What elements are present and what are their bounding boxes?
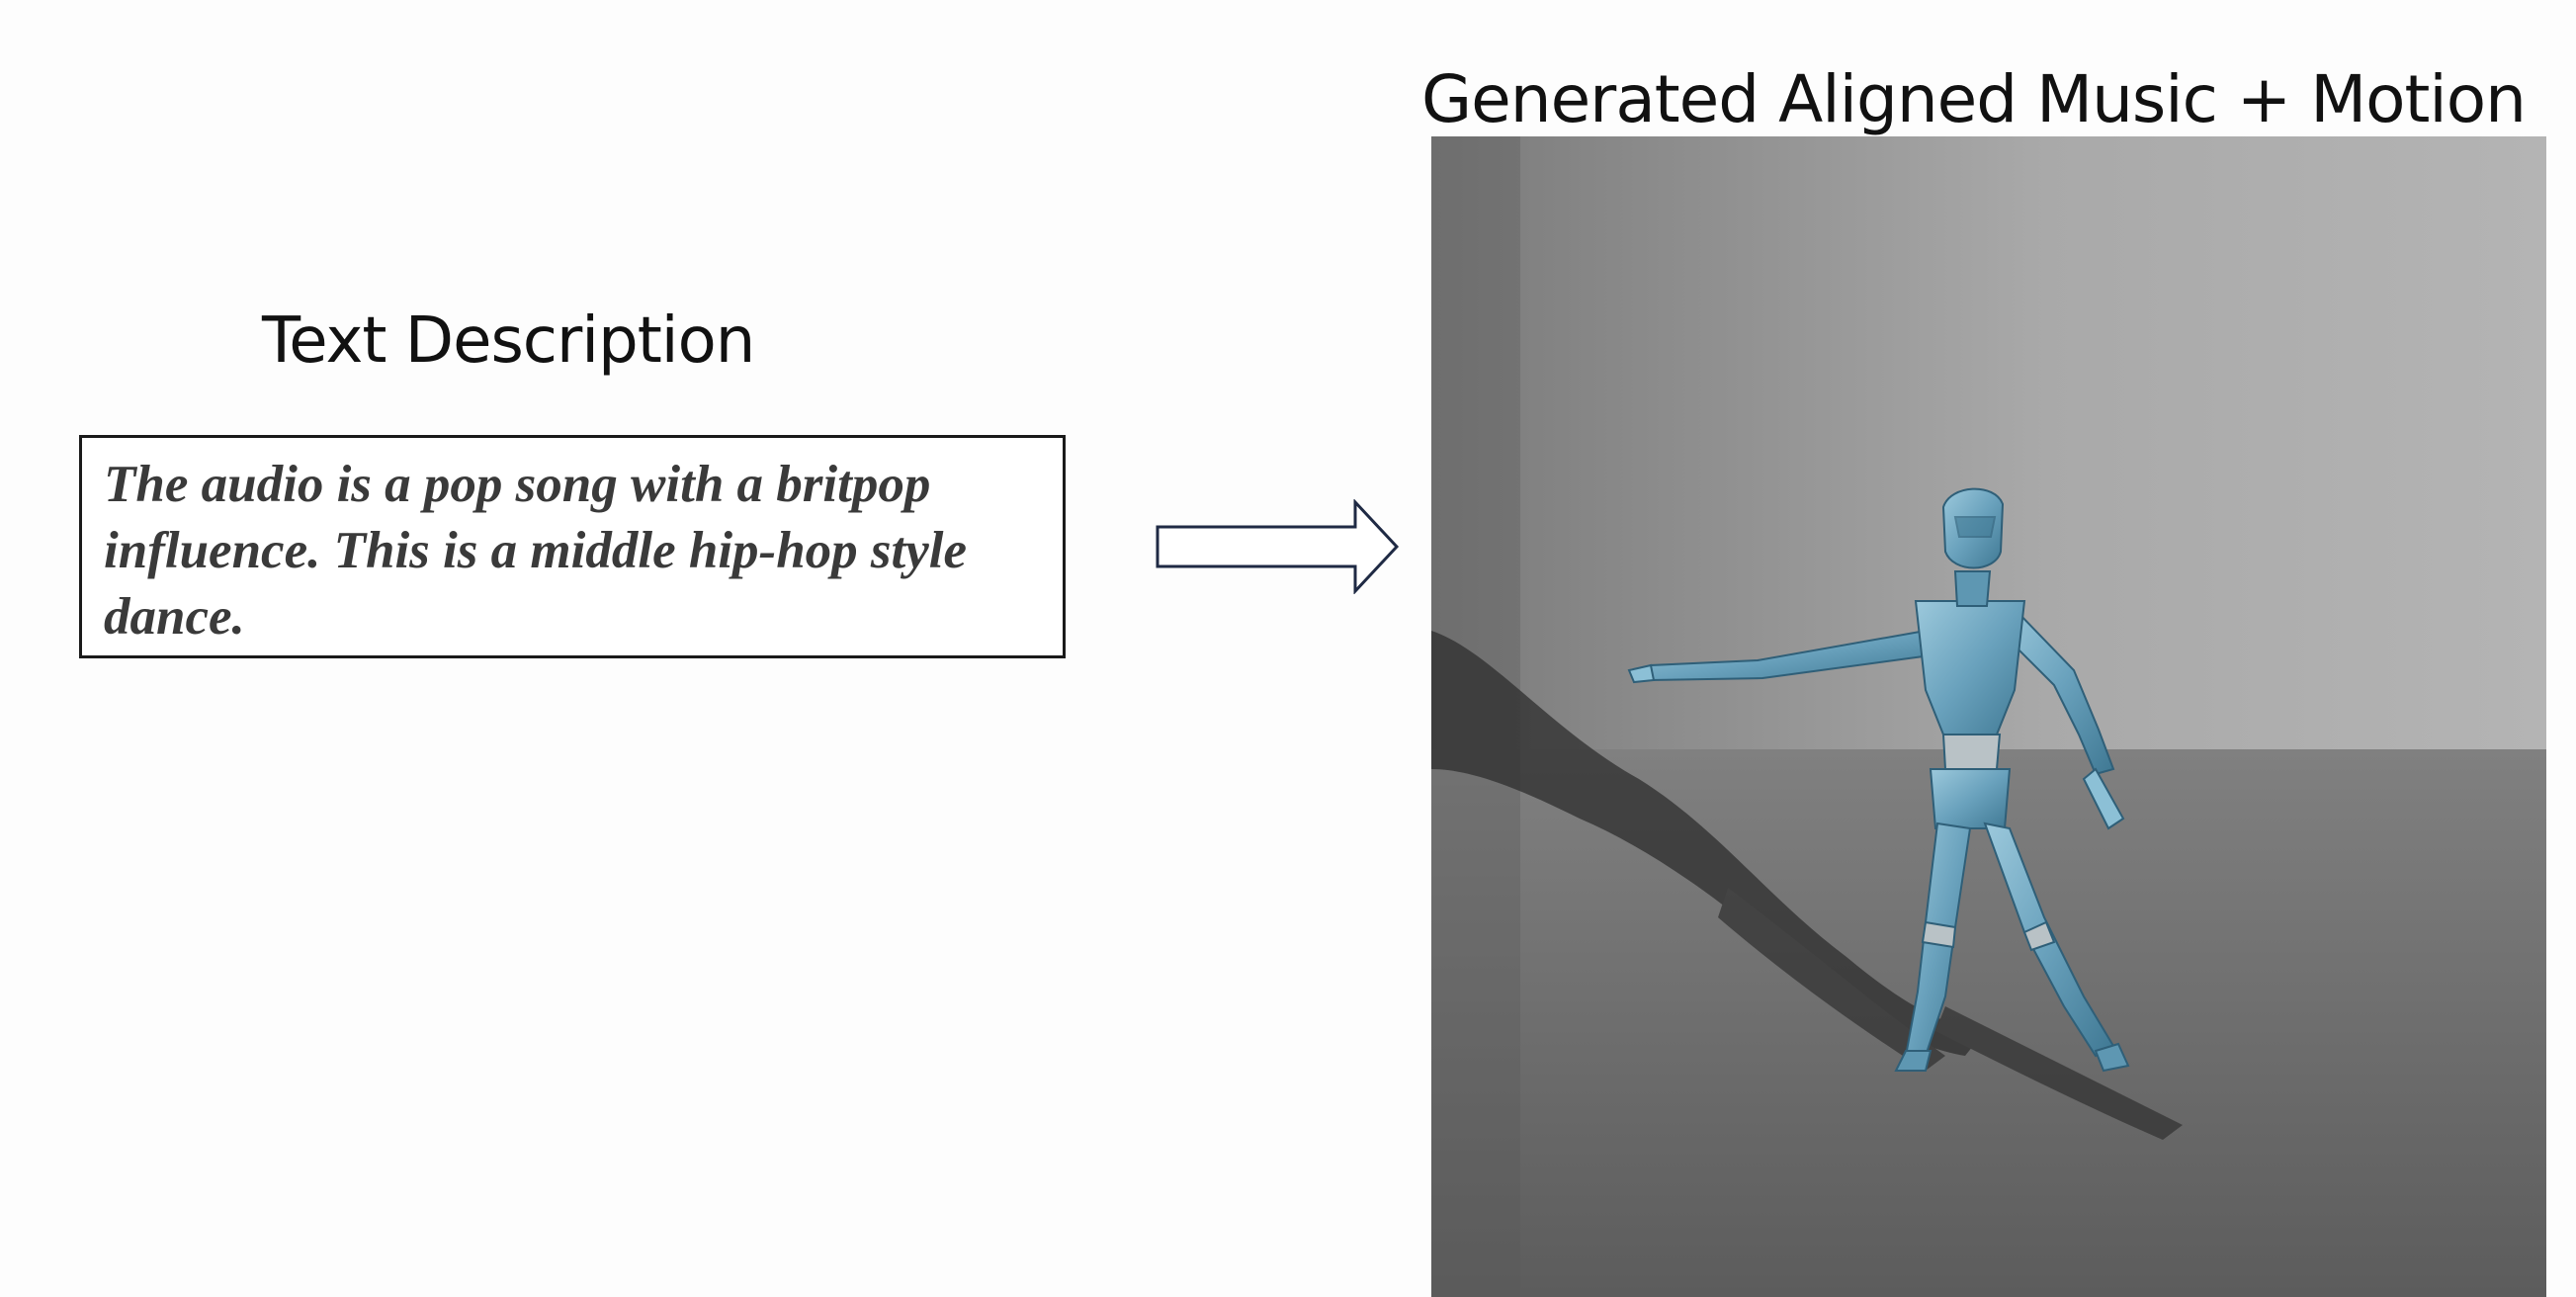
floor [1431, 749, 2546, 1297]
right-arrow-icon [1155, 498, 1402, 595]
dance-render-scene [1431, 136, 2546, 1297]
text-description-box: The audio is a pop song with a britpop i… [79, 435, 1066, 658]
motion-render-viewport [1431, 136, 2546, 1297]
figure-shadow [1431, 631, 2183, 1140]
text-description-heading: Text Description [262, 304, 755, 378]
text-description-content: The audio is a pop song with a britpop i… [104, 456, 968, 646]
generated-output-heading: Generated Aligned Music + Motion [1421, 61, 2527, 137]
dancing-figure [1627, 487, 2130, 1073]
